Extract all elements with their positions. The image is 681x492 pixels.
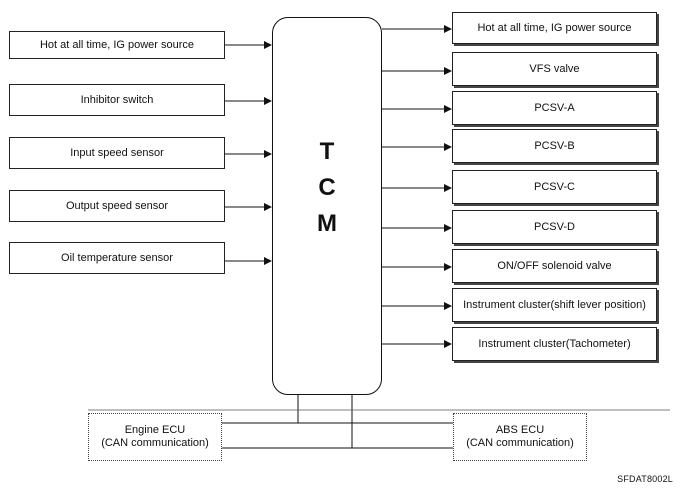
tcm-letter: T	[319, 138, 335, 165]
output-label: Instrument cluster(shift lever position)	[463, 298, 646, 311]
input-label: Input speed sensor	[70, 146, 164, 159]
oil-temperature-sensor: Oil temperature sensor	[9, 242, 225, 274]
output-instrument-cluster-tachometer: Instrument cluster(Tachometer)	[452, 327, 657, 361]
output-speed-sensor: Output speed sensor	[9, 190, 225, 222]
input-speed-sensor: Input speed sensor	[9, 137, 225, 169]
tcm-letter: C	[318, 174, 336, 201]
output-label: Hot at all time, IG power source	[477, 21, 632, 34]
output-label: VFS valve	[529, 62, 580, 75]
output-instrument-cluster-shift-lever: Instrument cluster(shift lever position)	[452, 288, 657, 322]
output-label: Instrument cluster(Tachometer)	[478, 337, 631, 350]
abs-ecu-title: ABS ECU	[495, 424, 545, 437]
engine-ecu-subtitle: (CAN communication)	[101, 437, 209, 449]
tcm-block: T C M	[272, 17, 382, 395]
input-label: Hot at all time, IG power source	[39, 38, 195, 51]
input-label: Output speed sensor	[65, 199, 169, 212]
input-label: Oil temperature sensor	[61, 251, 173, 264]
output-pcsv-d: PCSV-D	[452, 210, 657, 244]
engine-ecu-box: Engine ECU (CAN communication)	[88, 413, 222, 461]
output-pcsv-b: PCSV-B	[452, 129, 657, 163]
output-label: PCSV-C	[534, 180, 575, 193]
output-label: PCSV-B	[534, 139, 575, 152]
output-label: PCSV-D	[534, 220, 575, 233]
abs-ecu-box: ABS ECU (CAN communication)	[453, 413, 587, 461]
output-on-off-solenoid-valve: ON/OFF solenoid valve	[452, 249, 657, 283]
input-power-source: Hot at all time, IG power source	[9, 31, 225, 59]
output-pcsv-c: PCSV-C	[452, 170, 657, 204]
output-vfs-valve: VFS valve	[452, 52, 657, 86]
output-label: ON/OFF solenoid valve	[497, 259, 612, 272]
engine-ecu-title: Engine ECU	[124, 424, 186, 437]
input-label: Inhibitor switch	[80, 93, 154, 106]
output-pcsv-a: PCSV-A	[452, 91, 657, 125]
input-inhibitor-switch: Inhibitor switch	[9, 84, 225, 116]
abs-ecu-subtitle: (CAN communication)	[466, 437, 574, 449]
reference-code: SFDAT8002L	[617, 474, 673, 484]
output-label: PCSV-A	[534, 101, 575, 114]
output-power-source: Hot at all time, IG power source	[452, 12, 657, 44]
tcm-letter: M	[317, 210, 337, 237]
